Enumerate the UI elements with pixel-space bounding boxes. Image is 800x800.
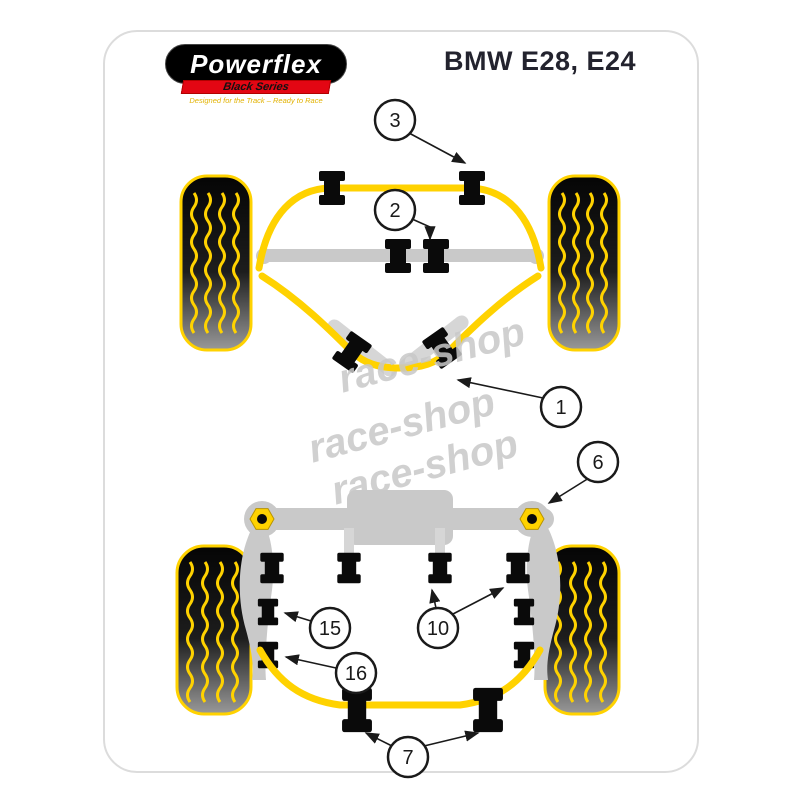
front-right-tire: [547, 174, 621, 352]
rear-link-left: [344, 528, 354, 574]
front-suspension: [255, 171, 545, 377]
powerflex-logo-pill: Powerflex: [165, 44, 347, 84]
callout-16-number: 16: [345, 663, 367, 685]
rear-differential: [347, 490, 453, 545]
rear-beam-bush-2: [337, 552, 361, 584]
rear-beam-bush-4: [506, 552, 530, 584]
leader-3: [408, 132, 467, 164]
rear-arb-bush-left: [342, 687, 372, 733]
callout-3: 3: [373, 98, 417, 142]
leader-10a: [429, 588, 441, 609]
rear-link-right: [435, 528, 445, 574]
logo-tagline: Designed for the Track – Ready to Race: [189, 96, 323, 105]
powerflex-logo: Powerflex Black Series Designed for the …: [165, 44, 347, 105]
callout-7: 7: [386, 735, 430, 779]
callout-7-number: 7: [402, 747, 413, 769]
rear-subframe-mount-left: [244, 501, 280, 537]
leader-lines: [283, 132, 590, 747]
callout-2-number: 2: [389, 200, 400, 222]
front-left-tire: [179, 174, 253, 352]
callout-1: 1: [539, 385, 583, 429]
black-series-banner: Black Series: [180, 80, 332, 94]
rear-anti-roll-bar: [256, 646, 544, 709]
rear-left-tire: [175, 544, 253, 716]
callout-6: 6: [576, 440, 620, 484]
callout-1-number: 1: [555, 397, 566, 419]
leader-16: [284, 654, 337, 669]
leader-7b: [423, 730, 480, 747]
callout-3-number: 3: [389, 110, 400, 132]
leader-2: [411, 218, 436, 241]
leader-15: [283, 611, 312, 623]
rear-trailing-arm-right: [526, 528, 561, 680]
rear-subframe-mount-right: [514, 501, 550, 537]
callout-15: 15: [308, 606, 352, 650]
callout-16: 16: [334, 651, 378, 695]
callout-15-number: 15: [319, 618, 341, 640]
rear-arb-bush-right: [473, 687, 503, 733]
page-title: BMW E28, E24: [443, 46, 637, 76]
powerflex-brand-text: Powerflex: [190, 48, 322, 79]
callout-2: 2: [373, 188, 417, 232]
leader-6: [547, 477, 590, 504]
leader-10b: [452, 587, 505, 615]
callout-10-number: 10: [427, 618, 449, 640]
callout-10: 10: [416, 606, 460, 650]
front-sway-bar-lower: [258, 272, 542, 372]
leader-7a: [364, 732, 393, 747]
watermark-text: race-shop: [334, 309, 530, 401]
front-anti-roll-bar: [255, 184, 545, 272]
leader-1: [456, 377, 544, 399]
rear-beam-bush-3: [428, 552, 452, 584]
callout-6-number: 6: [592, 452, 603, 474]
rear-suspension: [239, 490, 561, 733]
